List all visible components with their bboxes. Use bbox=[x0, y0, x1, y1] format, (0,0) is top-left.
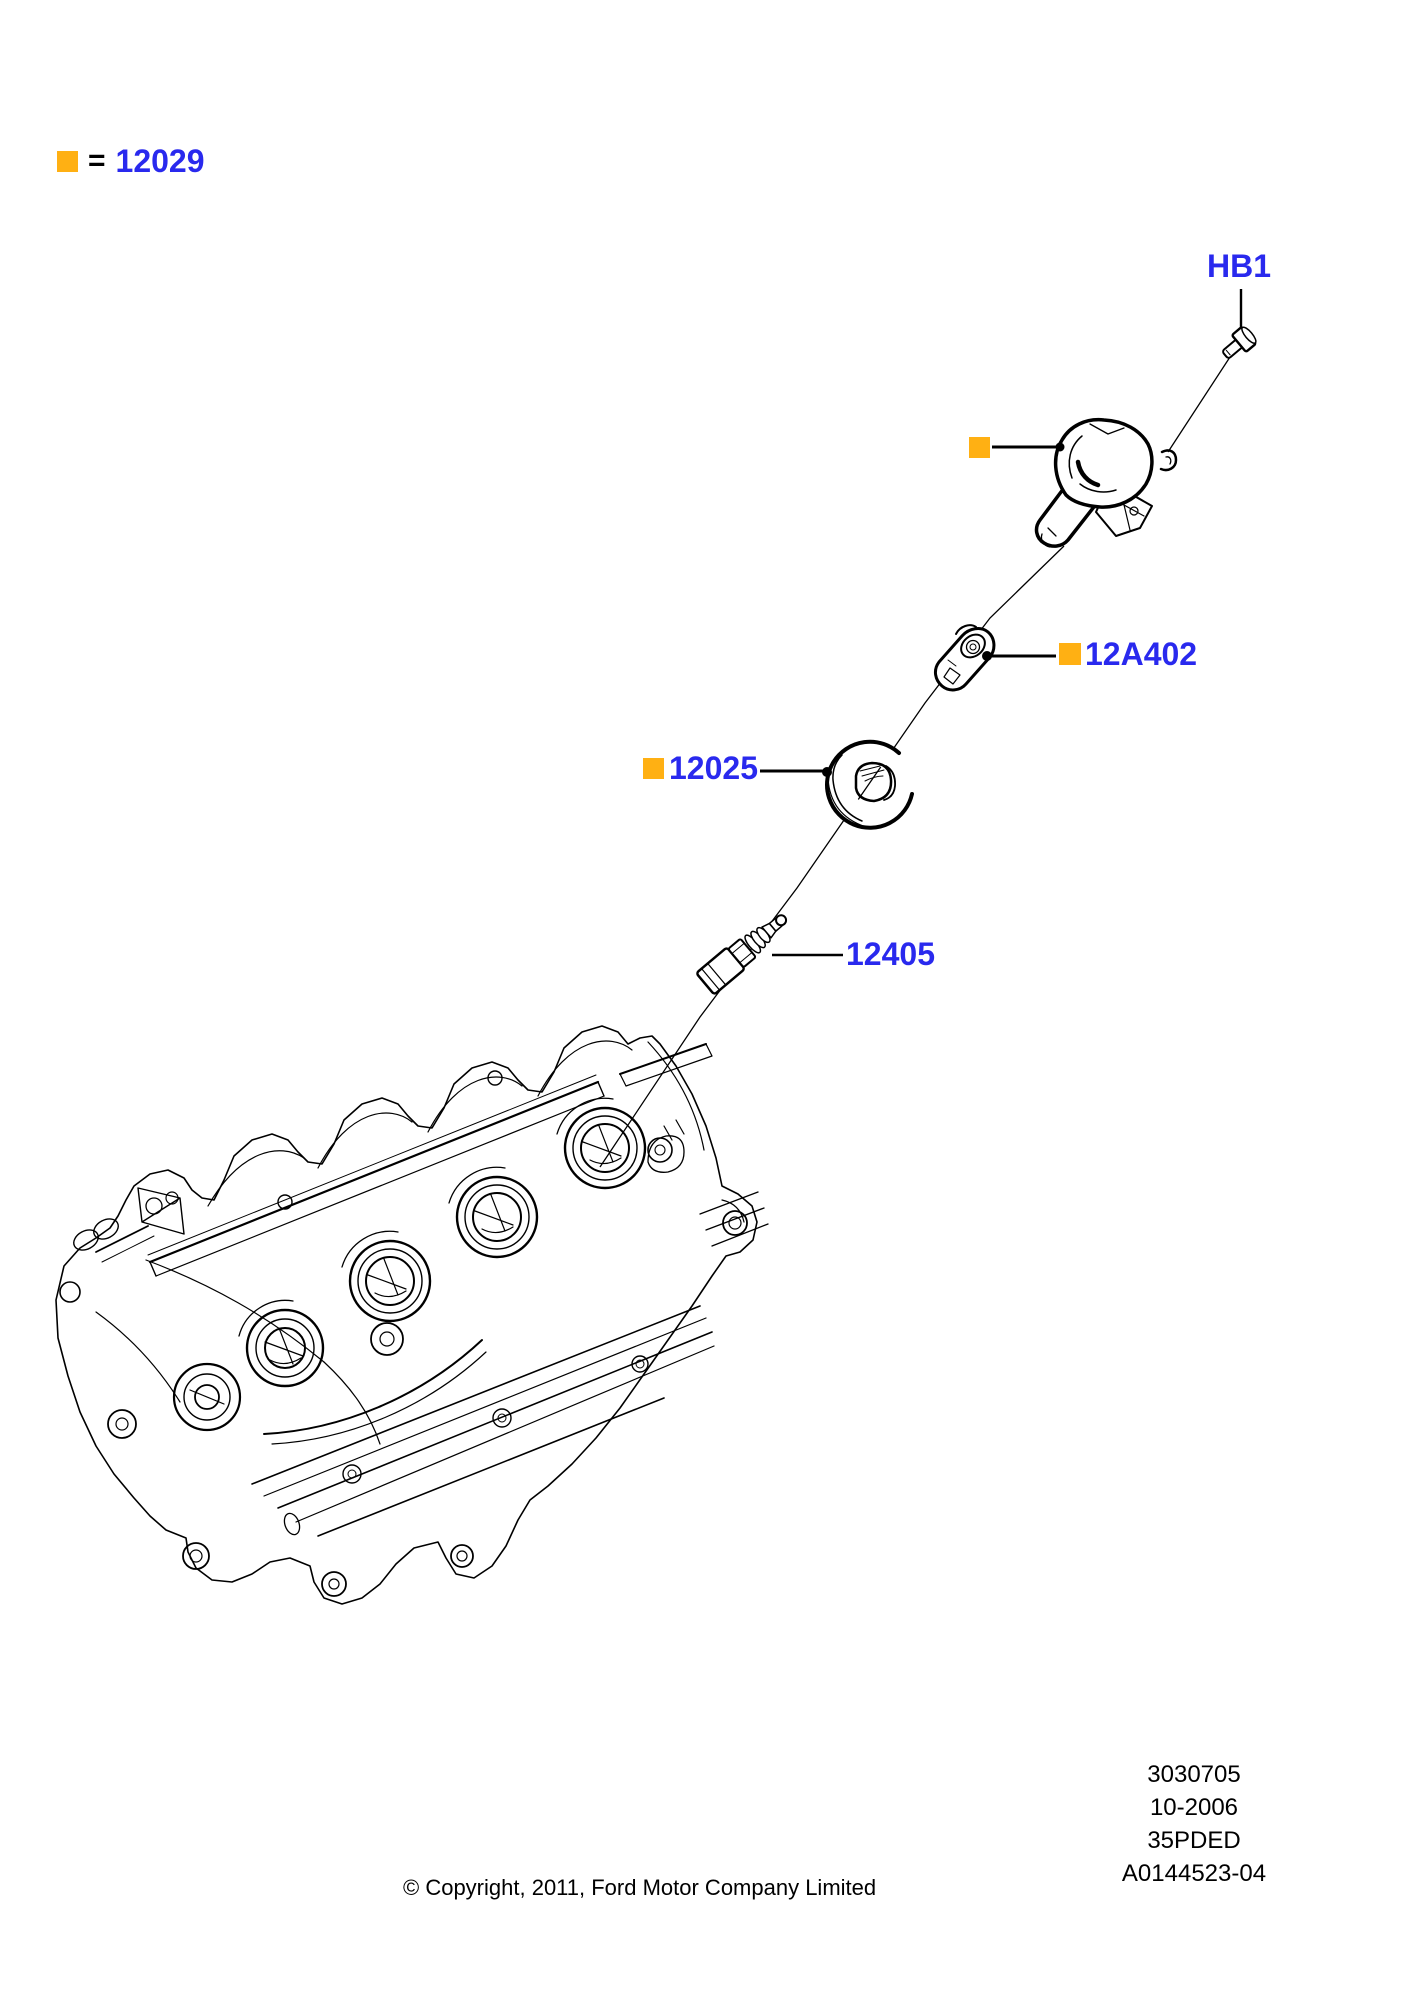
callout-hb1: HB1 bbox=[1207, 250, 1271, 282]
legend-part-number: 12029 bbox=[115, 143, 205, 179]
callout-12025-label: 12025 bbox=[669, 750, 758, 786]
engine-valve-cover-drawing bbox=[55, 1025, 769, 1605]
drawing-footnote-block: 3030705 10-2006 35PDED A0144523-04 bbox=[1109, 1758, 1279, 1890]
spark-plug-tube-seal-drawing bbox=[825, 739, 914, 830]
ignition-coil-drawing bbox=[1034, 417, 1178, 548]
seal-orange-square-icon bbox=[643, 757, 664, 779]
connector-orange-square-icon bbox=[1059, 643, 1081, 665]
footnote-code: 3030705 bbox=[1147, 1761, 1241, 1788]
footnote-drawing-number: A0144523-04 bbox=[1121, 1860, 1267, 1887]
legend-equals: = bbox=[88, 144, 106, 177]
tube-seal-leader-line bbox=[760, 767, 832, 777]
footnote-catalog: 35PDED bbox=[1147, 1827, 1241, 1854]
callout-12405-label: 12405 bbox=[846, 936, 935, 972]
coil-connector-leader-line bbox=[982, 651, 1056, 661]
callout-12405: 12405 bbox=[846, 938, 935, 970]
mounting-bolt-drawing bbox=[1222, 326, 1257, 359]
coil-boot-connector-drawing bbox=[933, 624, 996, 692]
coil-leader-line bbox=[992, 442, 1065, 452]
callout-12a402: 12A402 bbox=[1059, 638, 1197, 670]
callout-hb1-label: HB1 bbox=[1207, 248, 1272, 284]
spark-plug-drawing bbox=[696, 914, 788, 995]
legend: = 12029 bbox=[57, 145, 205, 177]
callout-12025: 12025 bbox=[643, 752, 758, 784]
callout-coil bbox=[969, 437, 990, 458]
coil-orange-square-icon bbox=[969, 437, 990, 458]
footnote-date: 10-2006 bbox=[1149, 1794, 1239, 1821]
callout-12a402-label: 12A402 bbox=[1085, 636, 1198, 672]
legend-orange-square-icon bbox=[57, 150, 78, 172]
copyright-notice: © Copyright, 2011, Ford Motor Company Li… bbox=[403, 1875, 877, 1900]
